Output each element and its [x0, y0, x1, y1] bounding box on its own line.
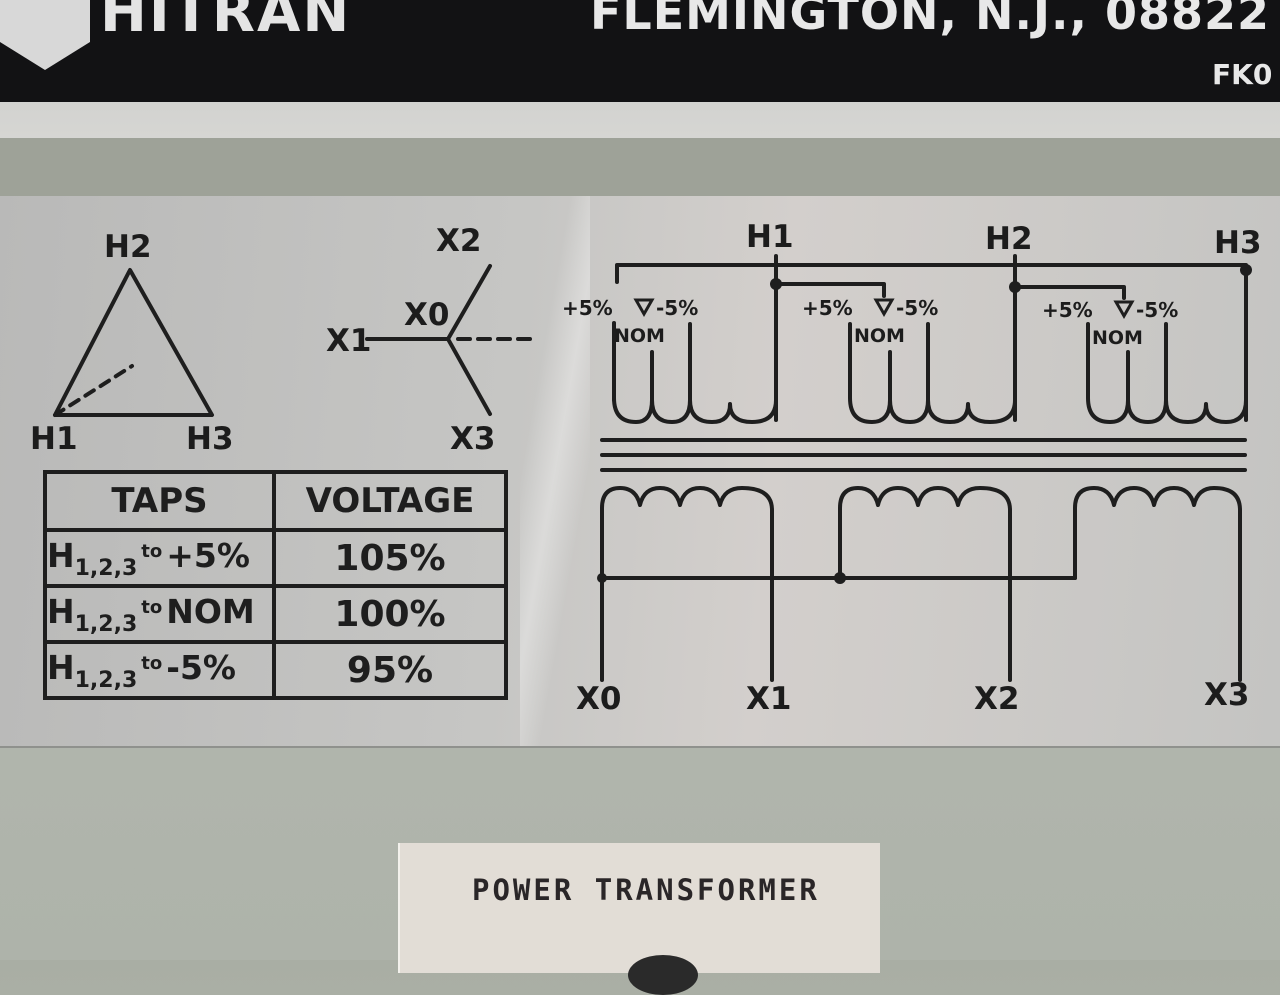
table-header-row: TAPS VOLTAGE — [43, 470, 508, 532]
tap-value: NOM — [166, 591, 255, 631]
manufacturer-location: FLEMINGTON, N.J., 08822 — [590, 0, 1271, 40]
primary-winding-1 — [612, 321, 778, 424]
secondary-terminal-x2: X2 — [974, 681, 1020, 717]
secondary-winding-3 — [1073, 486, 1242, 682]
manufacturer-plate: HITRAN FLEMINGTON, N.J., 08822 FK0 — [0, 0, 1280, 138]
label-plate-title: POWER TRANSFORMER — [472, 873, 820, 907]
housing-band — [0, 138, 1280, 198]
brand-name: HITRAN — [100, 0, 352, 45]
delta-triangle — [53, 268, 214, 417]
tap-cell: H1,2,3to-5% — [43, 640, 276, 700]
primary-terminal-h1: H1 — [746, 219, 794, 255]
tap-value: -5% — [166, 647, 236, 687]
tap-subscript: 1,2,3 — [74, 611, 138, 637]
tap-to: to — [141, 652, 163, 674]
voltage-cell: 95% — [272, 640, 508, 700]
tap-value: +5% — [166, 535, 250, 575]
tap-nom-label: NOM — [854, 325, 905, 347]
tap-nom-label: NOM — [1092, 327, 1143, 349]
tap-cell: H1,2,3to+5% — [43, 528, 276, 588]
tap-nom-label: NOM — [614, 325, 665, 347]
tap-prefix: H — [47, 647, 75, 687]
secondary-terminal-x0: X0 — [576, 681, 622, 717]
column-header-voltage: VOLTAGE — [272, 470, 508, 532]
wye-label-x1: X1 — [326, 323, 372, 359]
tap-plus-label: +5% — [802, 296, 853, 320]
tap-plus-label: +5% — [1042, 298, 1093, 322]
wiring-diagram-lines — [53, 254, 1252, 682]
primary-winding-2 — [848, 322, 1017, 424]
tap-prefix: H — [47, 535, 75, 575]
table-row: H1,2,3to-5% 95% — [43, 640, 508, 700]
wye-label-x2: X2 — [436, 223, 482, 259]
delta-label-h3: H3 — [186, 421, 234, 457]
secondary-terminal-x1: X1 — [746, 681, 792, 717]
knob-icon — [628, 955, 698, 995]
tap-minus-label: -5% — [896, 296, 939, 320]
model-code: FK0 — [1212, 58, 1273, 91]
secondary-winding-2 — [838, 486, 1012, 682]
column-header-taps: TAPS — [43, 470, 276, 532]
tap-minus-label: -5% — [656, 296, 699, 320]
secondary-winding-1 — [600, 486, 774, 682]
plate-scratch — [520, 196, 590, 746]
tap-plus-label: +5% — [562, 296, 613, 320]
power-transformer-label-plate: POWER TRANSFORMER — [398, 843, 880, 995]
tap-prefix: H — [47, 591, 75, 631]
voltage-cell: 105% — [272, 528, 508, 588]
delta-label-h1: H1 — [30, 421, 78, 457]
voltage-cell: 100% — [272, 584, 508, 644]
table-row: H1,2,3to+5% 105% — [43, 528, 508, 588]
primary-terminal-h2: H2 — [985, 221, 1033, 257]
primary-winding-3 — [1086, 322, 1248, 424]
tap-minus-label: -5% — [1136, 298, 1179, 322]
primary-terminal-h3: H3 — [1214, 225, 1262, 261]
secondary-terminal-x3: X3 — [1204, 677, 1250, 713]
wye-label-x3: X3 — [450, 421, 496, 457]
tap-subscript: 1,2,3 — [74, 555, 138, 581]
manufacturer-plate-black-band — [0, 0, 1280, 102]
tap-to: to — [141, 596, 163, 618]
tap-subscript: 1,2,3 — [74, 667, 138, 693]
wye-label-x0: X0 — [404, 297, 450, 333]
delta-label-h2: H2 — [104, 229, 152, 265]
tap-to: to — [141, 540, 163, 562]
